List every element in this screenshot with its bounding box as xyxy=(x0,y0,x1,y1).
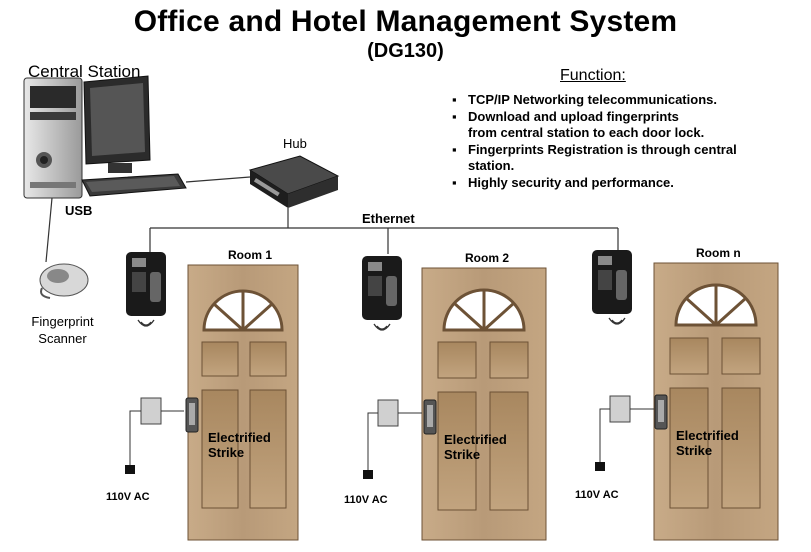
plug-icon xyxy=(363,470,373,479)
power-adapter-icon xyxy=(367,399,422,470)
wireless-signal-icon xyxy=(137,319,155,327)
function-item-text: Highly security and performance. xyxy=(468,175,674,190)
function-item: Fingerprints Registration is through cen… xyxy=(452,142,802,174)
strike-label-line1: Electrified xyxy=(208,430,271,445)
power-adapter-icon xyxy=(129,397,184,465)
computer-tower-icon xyxy=(23,77,83,199)
plug-icon xyxy=(595,462,605,471)
fingerprint-scanner-icon xyxy=(39,263,89,299)
strike-label-line1: Electrified xyxy=(676,428,739,443)
strike-label: Electrified Strike xyxy=(208,430,271,460)
fingerprint-terminal-icon xyxy=(592,250,632,314)
strike-label-line2: Strike xyxy=(208,445,245,460)
function-item: Download and upload fingerprints from ce… xyxy=(452,109,802,141)
page-subtitle: (DG130) xyxy=(367,40,444,62)
room-label: Room 1 xyxy=(228,248,273,262)
lock-strike-icon xyxy=(185,397,199,433)
strike-label-line2: Strike xyxy=(444,447,481,462)
door-icon xyxy=(187,264,299,541)
room-label: Room n xyxy=(696,246,741,260)
function-item: TCP/IP Networking telecommunications. xyxy=(452,92,802,108)
function-item: Highly security and performance. xyxy=(452,175,802,191)
room-1-assembly xyxy=(125,252,299,541)
ethernet-label: Ethernet xyxy=(362,211,415,226)
monitor-icon xyxy=(83,75,151,173)
function-item-text: station. xyxy=(468,158,515,173)
hub-icon xyxy=(248,155,340,208)
fingerprint-terminal-icon xyxy=(362,256,402,320)
door-icon xyxy=(421,267,547,541)
wireless-signal-icon xyxy=(608,317,626,325)
function-item-text: Fingerprints Registration is through cen… xyxy=(468,142,737,157)
function-item-text: TCP/IP Networking telecommunications. xyxy=(468,92,717,107)
hub-label: Hub xyxy=(283,136,307,151)
usb-label: USB xyxy=(65,203,93,218)
function-item-text: Download and upload fingerprints xyxy=(468,109,679,124)
keyboard-icon xyxy=(81,173,187,197)
strike-label: Electrified Strike xyxy=(676,428,739,458)
function-item-text: from central station to each door lock. xyxy=(468,125,705,140)
plug-icon xyxy=(125,465,135,474)
power-label: 110V AC xyxy=(344,494,388,506)
page-title: Office and Hotel Management System xyxy=(133,5,678,38)
network-cabling xyxy=(45,176,619,263)
power-label: 110V AC xyxy=(575,489,619,501)
strike-label-line1: Electrified xyxy=(444,432,507,447)
wireless-signal-icon xyxy=(373,323,391,331)
power-label: 110V AC xyxy=(106,491,150,503)
power-adapter-icon xyxy=(599,395,654,462)
strike-label-line2: Strike xyxy=(676,443,713,458)
room-n-assembly xyxy=(592,250,779,541)
strike-label: Electrified Strike xyxy=(444,432,507,462)
room-2-assembly xyxy=(362,256,547,541)
room-label: Room 2 xyxy=(465,251,510,265)
lock-strike-icon xyxy=(423,399,437,435)
scanner-label-line1: Fingerprint xyxy=(31,314,94,329)
fingerprint-terminal-icon xyxy=(126,252,166,316)
central-station-label: Central Station xyxy=(28,62,141,81)
lock-strike-icon xyxy=(654,394,668,430)
function-list: TCP/IP Networking telecommunications. Do… xyxy=(452,92,802,192)
scanner-label-line2: Scanner xyxy=(38,331,87,346)
door-icon xyxy=(653,262,779,541)
fingerprint-scanner-label: Fingerprint Scanner xyxy=(20,313,105,347)
function-heading: Function: xyxy=(560,67,626,84)
